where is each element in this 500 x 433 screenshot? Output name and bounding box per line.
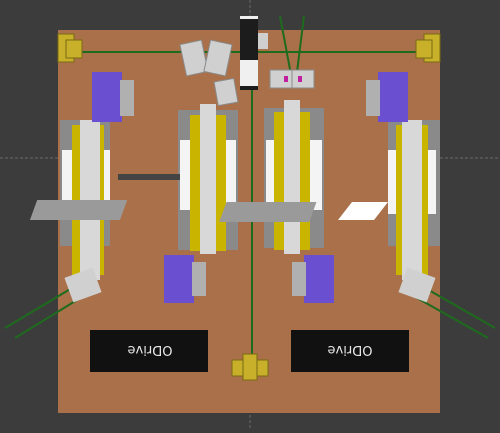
- odrive-left[interactable]: ODrive: [90, 330, 208, 372]
- left-module[interactable]: [29, 72, 238, 303]
- stepper-motor-icon: [92, 72, 122, 122]
- mount-bracket-icon: [57, 33, 441, 381]
- linear-actuator[interactable]: [240, 16, 268, 90]
- odrive-left-label: ODrive: [128, 342, 173, 357]
- upper-brackets: [179, 39, 315, 107]
- magenta-connectors: [284, 76, 302, 82]
- stepper-motor-icon: [378, 72, 408, 122]
- odrive-right-label: ODrive: [328, 342, 373, 357]
- stepper-motor-icon: [304, 255, 334, 303]
- right-module[interactable]: [219, 72, 440, 303]
- stepper-motor-icon: [164, 255, 194, 303]
- odrive-right[interactable]: ODrive: [291, 330, 409, 372]
